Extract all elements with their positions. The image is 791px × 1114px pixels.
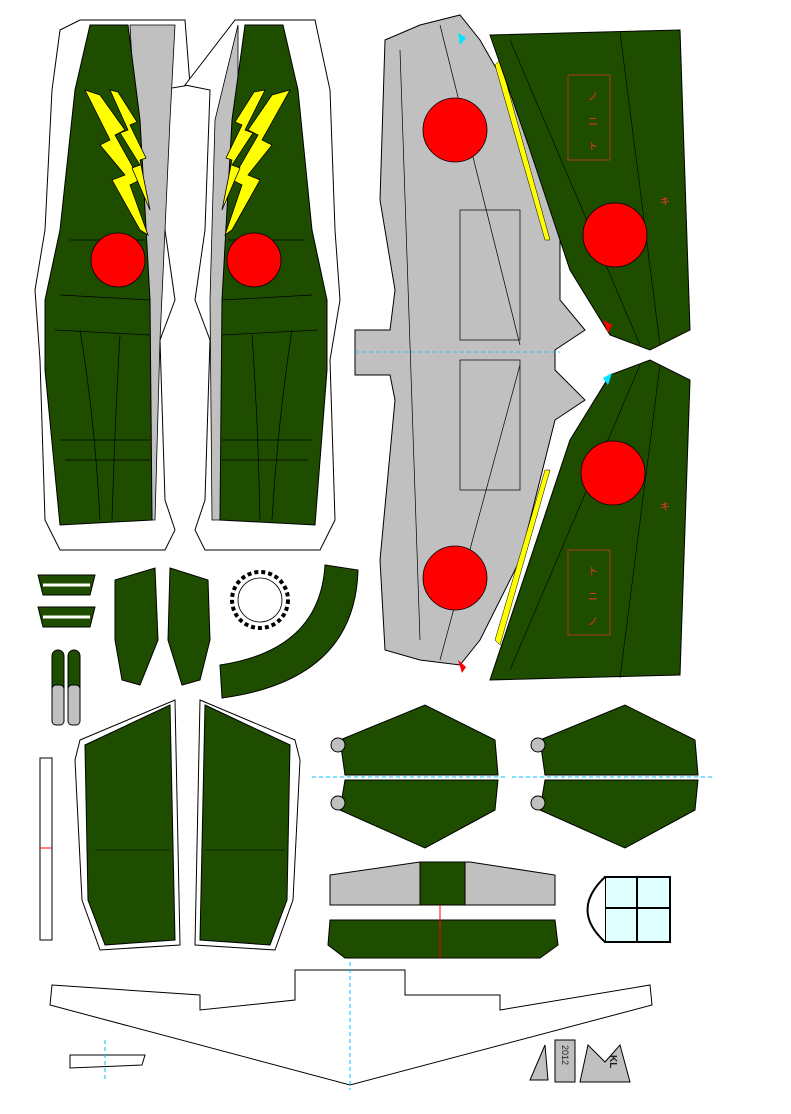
wing-kanji-lower-4: キ	[660, 502, 670, 513]
hinomaru-wing-upper-right	[582, 202, 648, 268]
wing-kanji-lower-3: ノ	[588, 617, 598, 628]
fuselage-bottom-halves	[74, 699, 301, 951]
wing-upper-left-panel: ト ニ ノ キ	[489, 359, 691, 681]
signature-tabs: 2012 KL	[529, 1039, 631, 1083]
wing-upper-right-panel: ノ ニ ト キ	[489, 29, 691, 351]
wing-kanji-lower-2: ニ	[588, 592, 598, 603]
wing-kanji-upper-4: キ	[660, 197, 670, 208]
wing-kanji-upper-1: ノ	[588, 92, 598, 103]
exhaust-stacks	[51, 649, 81, 726]
wing-underside-gray	[354, 14, 586, 673]
signature-initials: KL	[607, 1055, 618, 1068]
vertical-strip	[39, 757, 53, 941]
hinomaru-wing-top	[422, 97, 488, 163]
stabilizer-right	[512, 704, 712, 849]
wing-kanji-lower-1: ト	[588, 567, 598, 578]
canopy	[586, 876, 671, 943]
stabilizer-left	[312, 704, 505, 849]
fuselage-side-left	[34, 19, 191, 551]
engine-ring	[230, 570, 290, 630]
wing-spar-outline	[49, 962, 653, 1090]
hinomaru-wing-upper-left	[580, 440, 646, 506]
wing-kanji-upper-3: ト	[588, 142, 598, 153]
hinomaru-fuselage-left	[90, 232, 146, 288]
small-parts-cowl-strips	[37, 574, 96, 628]
tailplane	[327, 861, 559, 959]
wing-kanji-upper-2: ニ	[588, 117, 598, 128]
signature-year: 2012	[560, 1045, 570, 1065]
hinomaru-fuselage-right	[226, 232, 282, 288]
rudder-halves	[114, 567, 211, 686]
hinomaru-wing-bottom	[422, 545, 488, 611]
fuselage-side-right	[184, 19, 341, 551]
cowling-arc	[219, 564, 359, 699]
